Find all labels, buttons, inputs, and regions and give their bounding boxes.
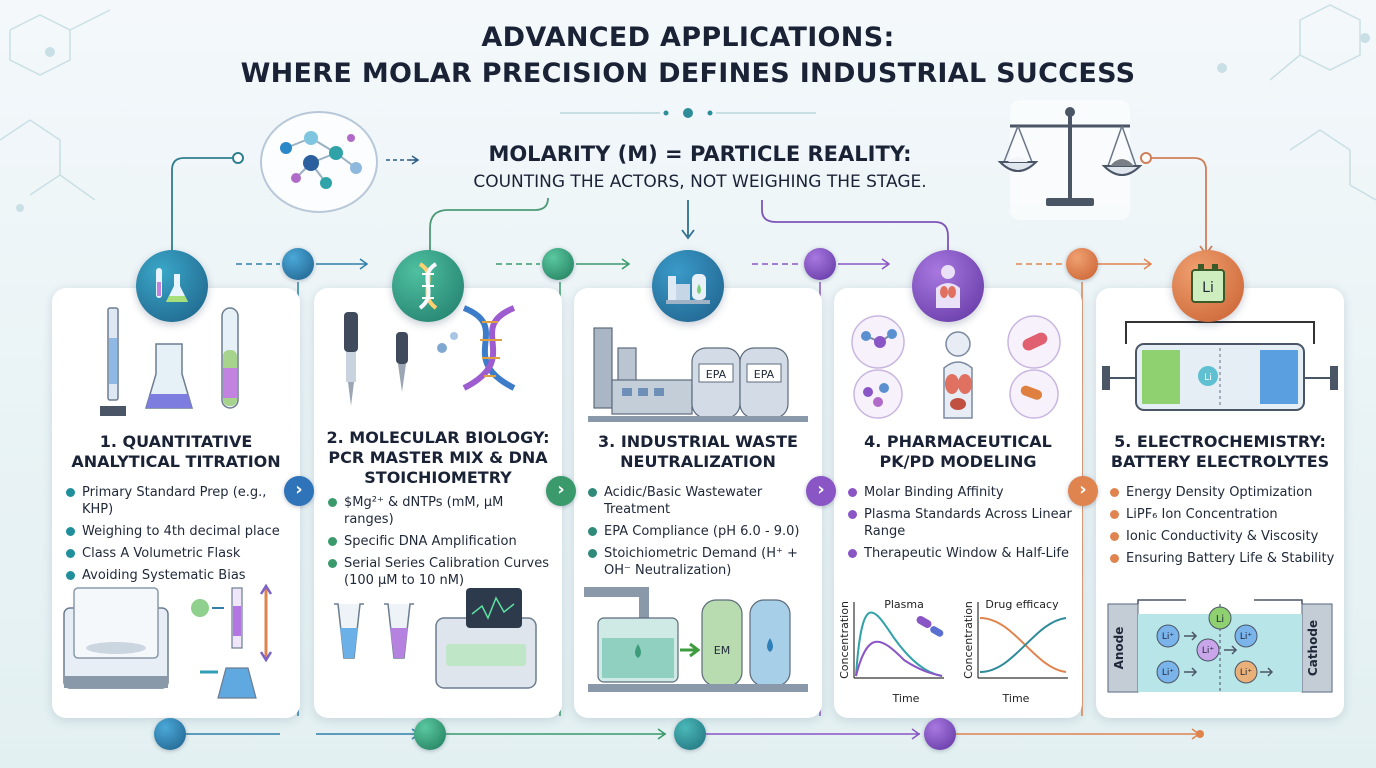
card-molecular-biology: 2. MOLECULAR BIOLOGY:PCR MASTER MIX & DN… xyxy=(314,288,562,718)
ion-label: Li⁺ xyxy=(1202,646,1215,656)
list-item: Therapeutic Window & Half-Life xyxy=(846,545,1076,562)
graph-title: Drug efficacy xyxy=(985,598,1059,611)
titration-illustration xyxy=(63,307,273,699)
molecule-cluster-icon xyxy=(260,111,378,213)
page-title-line-1: ADVANCED APPLICATIONS: xyxy=(481,22,895,53)
chevron-right-icon[interactable]: › xyxy=(546,476,576,506)
list-item: Serial Series Calibration Curves (100 μM… xyxy=(326,555,556,589)
list-item: Weighing to 4th decimal place xyxy=(64,523,294,540)
molecule-node-icon xyxy=(674,718,706,750)
list-item: Molar Binding Affinity xyxy=(846,484,1076,501)
molecule-node-icon xyxy=(414,718,446,750)
pkpd-illustration: Plasma Time Concentration Drug efficacy … xyxy=(838,315,1068,705)
list-item: Ensuring Battery Life & Stability xyxy=(1108,550,1338,567)
list-item: EPA Compliance (pH 6.0 - 9.0) xyxy=(586,523,816,540)
molecule-decoration-right xyxy=(1269,4,1376,201)
molecule-node-icon xyxy=(542,248,574,280)
card-title: 2. MOLECULAR BIOLOGY:PCR MASTER MIX & DN… xyxy=(326,428,550,487)
bullet-list: Primary Standard Prep (e.g., KHP) Weighi… xyxy=(64,484,294,589)
list-item: Plasma Standards Across Linear Range xyxy=(846,506,1076,540)
list-item: Class A Volumetric Flask xyxy=(64,545,294,562)
factory-icon xyxy=(652,250,724,322)
human-body-icon xyxy=(912,250,984,322)
tank-label: EPA xyxy=(706,368,727,381)
card-title: 5. ELECTROCHEMISTRY:BATTERY ELECTROLYTES xyxy=(1110,432,1330,471)
tank-label: EM xyxy=(714,644,730,657)
ion-label: Li⁺ xyxy=(1162,632,1175,642)
list-item: Acidic/Basic Wastewater Treatment xyxy=(586,484,816,518)
list-item: Ionic Conductivity & Viscosity xyxy=(1108,528,1338,545)
molarity-headline: MOLARITY (M) = PARTICLE REALITY: xyxy=(488,142,912,166)
ion-label: Li xyxy=(1204,373,1212,383)
chevron-right-icon[interactable]: › xyxy=(284,476,314,506)
bullet-list: $Mg²⁺ & dNTPs (mM, μM ranges) Specific D… xyxy=(326,494,556,594)
battery-illustration: Li Anode Cathode Li Li⁺ Li⁺ Li⁺ Li⁺ Li⁺ xyxy=(1102,321,1338,693)
cathode-label: Cathode xyxy=(1306,620,1320,676)
card-electrochemistry: Li Anode Cathode Li Li⁺ Li⁺ Li⁺ Li⁺ Li⁺ xyxy=(1096,288,1344,718)
ion-label: Li⁺ xyxy=(1162,668,1175,678)
factory-illustration: EPA EPA EM xyxy=(584,327,808,692)
list-item: Energy Density Optimization xyxy=(1108,484,1338,501)
ion-label: Li⁺ xyxy=(1240,668,1253,678)
ion-label: Li⁺ xyxy=(1240,632,1253,642)
list-item: LiPF₆ Ion Concentration xyxy=(1108,506,1338,523)
card-pharmaceutical: Plasma Time Concentration Drug efficacy … xyxy=(834,288,1082,718)
balance-scale-icon xyxy=(997,100,1143,220)
molarity-subheadline: COUNTING THE ACTORS, NOT WEIGHING THE ST… xyxy=(473,172,927,192)
connector-node xyxy=(232,152,244,164)
anode-label: Anode xyxy=(1112,627,1126,670)
molecule-node-icon xyxy=(924,718,956,750)
molecule-decoration-left xyxy=(0,9,111,201)
graph-axis-label: Time xyxy=(892,692,920,705)
list-item: Primary Standard Prep (e.g., KHP) xyxy=(64,484,294,518)
lab-glassware-icon xyxy=(136,250,208,322)
pcr-illustration xyxy=(334,305,537,689)
tank-label: EPA xyxy=(754,368,775,381)
list-item: $Mg²⁺ & dNTPs (mM, μM ranges) xyxy=(326,494,556,528)
graph-axis-label: Time xyxy=(1002,692,1030,705)
page-title-line-2: WHERE MOLAR PRECISION DEFINES INDUSTRIAL… xyxy=(240,58,1136,89)
list-item: Specific DNA Amplification xyxy=(326,533,556,550)
connector-node xyxy=(1140,152,1152,164)
graph-axis-label: Concentration xyxy=(962,601,975,679)
chevron-right-icon[interactable]: › xyxy=(1068,476,1098,506)
bullet-list: Acidic/Basic Wastewater Treatment EPA Co… xyxy=(586,484,816,584)
graph-title: Plasma xyxy=(884,598,924,611)
molecule-node-icon xyxy=(1066,248,1098,280)
molecule-node-icon xyxy=(282,248,314,280)
list-item: Stoichiometric Demand (H⁺ + OH⁻ Neutrali… xyxy=(586,545,816,579)
ion-label: Li xyxy=(1216,614,1224,625)
list-item: Avoiding Systematic Bias xyxy=(64,567,294,584)
molecule-node-icon xyxy=(154,718,186,750)
graph-axis-label: Concentration xyxy=(838,601,851,679)
lithium-label: Li xyxy=(1202,280,1214,296)
bullet-list: Energy Density Optimization LiPF₆ Ion Co… xyxy=(1108,484,1338,572)
molecule-node-icon xyxy=(804,248,836,280)
chevron-right-icon[interactable]: › xyxy=(806,476,836,506)
lithium-cell-icon: Li xyxy=(1172,250,1244,322)
bullet-list: Molar Binding Affinity Plasma Standards … xyxy=(846,484,1076,567)
dna-icon xyxy=(392,250,464,322)
